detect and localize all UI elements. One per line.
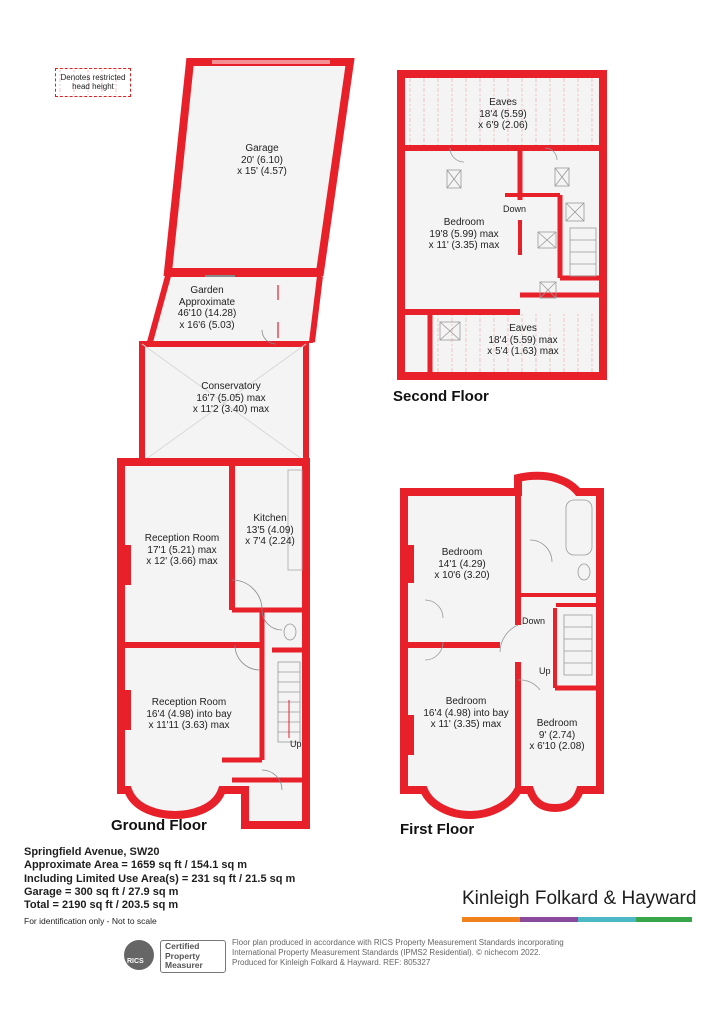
- brand-bar-green: [636, 917, 692, 922]
- address-text: Springfield Avenue, SW20: [24, 846, 160, 858]
- rics-logo-text: RICS: [127, 958, 144, 965]
- badge-line-2: Property: [165, 950, 200, 961]
- ground-stairs-up-label: Up: [290, 739, 302, 749]
- bedroom-3-dim1: 9' (2.74): [538, 729, 576, 741]
- ground-floor-title: Ground Floor: [111, 817, 207, 834]
- identification-disclaimer: For identification only - Not to scale: [24, 916, 157, 927]
- brand-bar-orange: [462, 917, 520, 922]
- legend-note: Denotes restricted head height: [60, 73, 126, 91]
- restricted-height-legend: [55, 68, 131, 97]
- reception-1-dim2: x 12' (3.66) max: [146, 556, 218, 567]
- first-stairs-up-label: Up: [539, 666, 551, 676]
- eaves-bottom-dim2: x 5'4 (1.63) max: [487, 346, 559, 357]
- badge-line-1: Certified: [165, 941, 200, 951]
- garage-label: Garage 20' (6.10) x 15' (4.57): [237, 143, 287, 178]
- bedroom-3-dim2: x 6'10 (2.08): [529, 741, 585, 752]
- conservatory-label: Conservatory 16'7 (5.05) max x 11'2 (3.4…: [193, 381, 269, 416]
- approximate-area-text: Approximate Area = 1659 sq ft / 154.1 sq…: [24, 859, 248, 872]
- reception-2-dim2: x 11'11 (3.63) max: [148, 720, 230, 731]
- bedroom-3-label: Bedroom 9' (2.74) x 6'10 (2.08): [529, 718, 584, 753]
- kitchen-dim1: 13'5 (4.09): [246, 524, 294, 536]
- first-floor-plan: [400, 471, 604, 820]
- reception-2-dim1: 16'4 (4.98) into bay: [146, 708, 232, 720]
- limited-use-area-text: Including Limited Use Area(s) = 231 sq f…: [24, 872, 296, 885]
- garden-dim1: 46'10 (14.28): [177, 308, 237, 319]
- agency-brand-name: Kinleigh Folkard & Hayward: [462, 888, 697, 909]
- bedroom-3-name: Bedroom: [536, 718, 578, 729]
- kitchen-label: Kitchen 13'5 (4.09) x 7'4 (2.24): [245, 513, 295, 548]
- note-line-3: Produced for Kinleigh Folkard & Hayward.…: [232, 958, 431, 967]
- ground-floor-plan: [117, 58, 355, 829]
- bedroom-2-dim1: 16'4 (4.98) into bay: [423, 707, 509, 719]
- measurement-standards-note: Floor plan produced in accordance with R…: [232, 938, 612, 968]
- bedroom-top-name: Bedroom: [443, 217, 485, 228]
- garden-name: Garden: [190, 285, 224, 296]
- bedroom-2-name: Bedroom: [445, 696, 487, 707]
- total-area-text: Total = 2190 sq ft / 203.5 sq m: [24, 899, 179, 912]
- area-summary: Springfield Avenue, SW20 Approximate Are…: [24, 846, 295, 929]
- conservatory-dim2: x 11'2 (3.40) max: [192, 404, 270, 415]
- garage-area-text: Garage = 300 sq ft / 27.9 sq m: [24, 885, 179, 898]
- bedroom-1-dim2: x 10'6 (3.20): [434, 570, 490, 581]
- brand-bar-teal: [578, 917, 636, 922]
- note-line-2: International Property Measurement Stand…: [232, 948, 541, 957]
- garage-dim2: x 15' (4.57): [237, 166, 287, 177]
- eaves-bottom-name: Eaves: [509, 323, 537, 334]
- garage-name: Garage: [245, 143, 279, 154]
- conservatory-dim1: 16'7 (5.05) max: [196, 392, 266, 404]
- first-stairs-down-label: Down: [522, 616, 546, 626]
- eaves-top-name: Eaves: [489, 97, 517, 108]
- kitchen-dim2: x 7'4 (2.24): [245, 536, 295, 547]
- brand-bar-purple: [520, 917, 578, 922]
- second-floor-title: Second Floor: [393, 388, 489, 405]
- eaves-bottom-label: Eaves 18'4 (5.59) max x 5'4 (1.63) max: [487, 323, 558, 358]
- garage-dim1: 20' (6.10): [241, 154, 283, 166]
- reception-room-2-label: Reception Room 16'4 (4.98) into bay x 11…: [146, 697, 231, 732]
- note-line-1: Floor plan produced in accordance with R…: [232, 938, 564, 947]
- eaves-top-dim1: 18'4 (5.59): [479, 108, 527, 120]
- second-floor-plan: [397, 70, 607, 380]
- certified-measurer-badge: Certified Property Measurer: [160, 940, 226, 973]
- bedroom-2-dim2: x 11' (3.35) max: [430, 719, 502, 730]
- reception-1-dim1: 17'1 (5.21) max: [147, 544, 217, 556]
- rics-logo-icon: [124, 940, 154, 970]
- bedroom-2-label: Bedroom 16'4 (4.98) into bay x 11' (3.35…: [423, 696, 508, 731]
- bedroom-second-floor-label: Bedroom 19'8 (5.99) max x 11' (3.35) max: [429, 217, 500, 252]
- first-floor-title: First Floor: [400, 821, 475, 838]
- second-stairs-down-label: Down: [503, 204, 527, 214]
- garden-dim0: Approximate: [178, 296, 236, 308]
- eaves-bottom-dim1: 18'4 (5.59) max: [488, 334, 558, 346]
- garden-label: Garden Approximate 46'10 (14.28) x 16'6 …: [178, 285, 237, 331]
- kitchen-name: Kitchen: [253, 513, 287, 524]
- eaves-top-label: Eaves 18'4 (5.59) x 6'9 (2.06): [478, 97, 528, 132]
- bedroom-top-dim2: x 11' (3.35) max: [428, 240, 500, 251]
- conservatory-name: Conservatory: [201, 381, 261, 392]
- badge-line-3: Measurer: [165, 960, 203, 970]
- bedroom-1-label: Bedroom 14'1 (4.29) x 10'6 (3.20): [434, 547, 489, 582]
- bedroom-1-dim1: 14'1 (4.29): [438, 558, 486, 570]
- reception-1-name: Reception Room: [144, 533, 220, 544]
- bedroom-1-name: Bedroom: [441, 547, 483, 558]
- reception-room-1-label: Reception Room 17'1 (5.21) max x 12' (3.…: [145, 533, 219, 568]
- reception-2-name: Reception Room: [151, 697, 227, 708]
- bedroom-top-dim1: 19'8 (5.99) max: [429, 228, 499, 240]
- eaves-top-dim2: x 6'9 (2.06): [478, 120, 528, 131]
- garden-dim2: x 16'6 (5.03): [179, 319, 235, 331]
- first-floor-outline: [400, 471, 604, 820]
